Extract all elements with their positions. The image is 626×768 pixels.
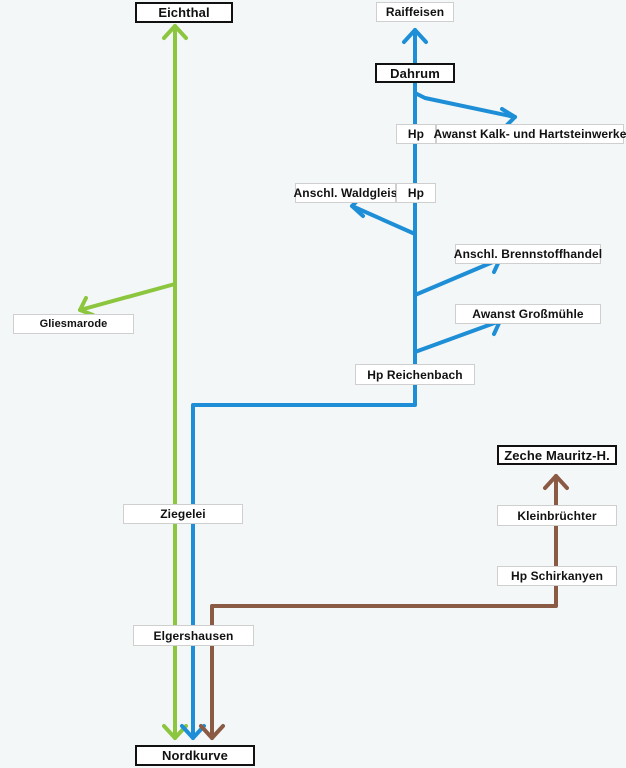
station-kleinbruechter: Kleinbrüchter <box>497 505 617 526</box>
station-zeche-mauritz: Zeche Mauritz-H. <box>497 445 617 465</box>
station-nordkurve: Nordkurve <box>135 745 255 766</box>
station-eichthal: Eichthal <box>135 2 233 23</box>
station-hp-lower: Hp <box>396 183 436 203</box>
station-elgershausen: Elgershausen <box>133 625 254 646</box>
station-hp-schirkanyen: Hp Schirkanyen <box>497 566 617 586</box>
station-hp-upper: Hp <box>396 124 436 144</box>
station-hp-reichenbach: Hp Reichenbach <box>355 364 475 385</box>
station-ziegelei: Ziegelei <box>123 504 243 524</box>
station-awanst-grossmuehle: Awanst Großmühle <box>455 304 601 324</box>
station-raiffeisen: Raiffeisen <box>376 2 454 22</box>
station-dahrum: Dahrum <box>375 63 455 83</box>
station-gliesmarode: Gliesmarode <box>13 314 134 334</box>
station-anschl-waldgleis: Anschl. Waldgleis <box>294 183 397 203</box>
green-line <box>78 24 188 740</box>
station-awanst-kalk: Awanst Kalk- und Hartsteinwerke <box>434 124 626 144</box>
station-anschl-brennstoffhandel: Anschl. Brennstoffhandel <box>454 244 602 264</box>
brown-line <box>199 474 569 740</box>
